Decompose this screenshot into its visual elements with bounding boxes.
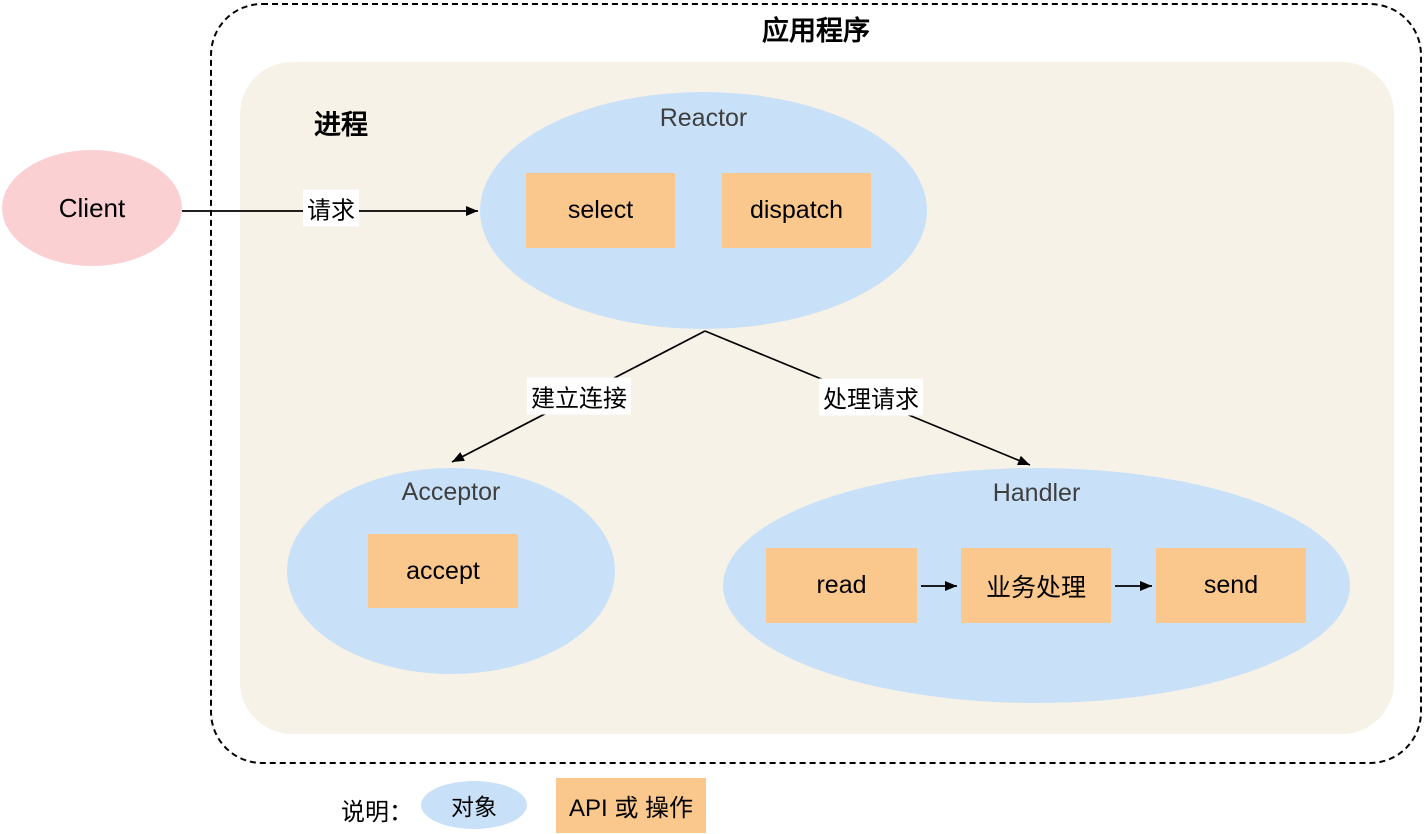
select-box: select xyxy=(526,173,675,248)
legend-object-label: 对象 xyxy=(451,794,497,820)
send-box: send xyxy=(1156,548,1306,623)
acceptor-title: Acceptor xyxy=(401,478,501,506)
read-box: read xyxy=(766,548,917,623)
handle-request-edge-label: 处理请求 xyxy=(819,378,923,416)
accept-box: accept xyxy=(368,534,518,608)
business-process-box: 业务处理 xyxy=(961,548,1111,623)
legend-object-ellipse: 对象 xyxy=(421,781,527,829)
request-edge-label: 请求 xyxy=(303,189,359,227)
client-node: Client xyxy=(2,150,182,266)
process-title: 进程 xyxy=(314,110,368,140)
legend-api-label: API 或 操作 xyxy=(568,795,694,822)
dispatch-box: dispatch xyxy=(722,173,871,248)
reactor-title: Reactor xyxy=(659,104,748,132)
establish-connection-edge-label: 建立连接 xyxy=(527,377,631,415)
handler-title: Handler xyxy=(992,479,1081,507)
legend-caption: 说明： xyxy=(341,799,413,826)
client-label: Client xyxy=(58,192,126,223)
application-title: 应用程序 xyxy=(762,16,870,46)
legend-api-box: API 或 操作 xyxy=(556,778,706,833)
